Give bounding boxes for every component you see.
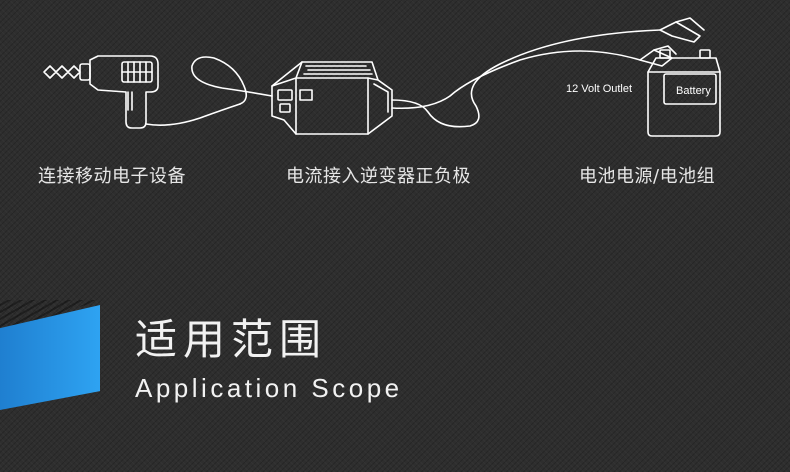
- caption-battery: 电池电源/电池组: [579, 166, 716, 187]
- connection-illustration: 12 Volt Outlet Battery: [43, 17, 721, 137]
- drill-icon: [43, 55, 241, 129]
- battery-icon: [647, 49, 721, 137]
- outlet-label: 12 Volt Outlet: [566, 83, 632, 95]
- section-title-zh: 适用范围: [135, 315, 328, 364]
- drill-cable: [191, 56, 273, 105]
- caption-device: 连接移动电子设备: [38, 166, 186, 187]
- caption-inverter: 电流接入逆变器正负极: [286, 166, 471, 187]
- inverter-icon: [271, 61, 393, 135]
- battery-label: Battery: [676, 85, 711, 97]
- battery-cables: [391, 29, 661, 128]
- section-title-en: Application Scope: [135, 373, 403, 403]
